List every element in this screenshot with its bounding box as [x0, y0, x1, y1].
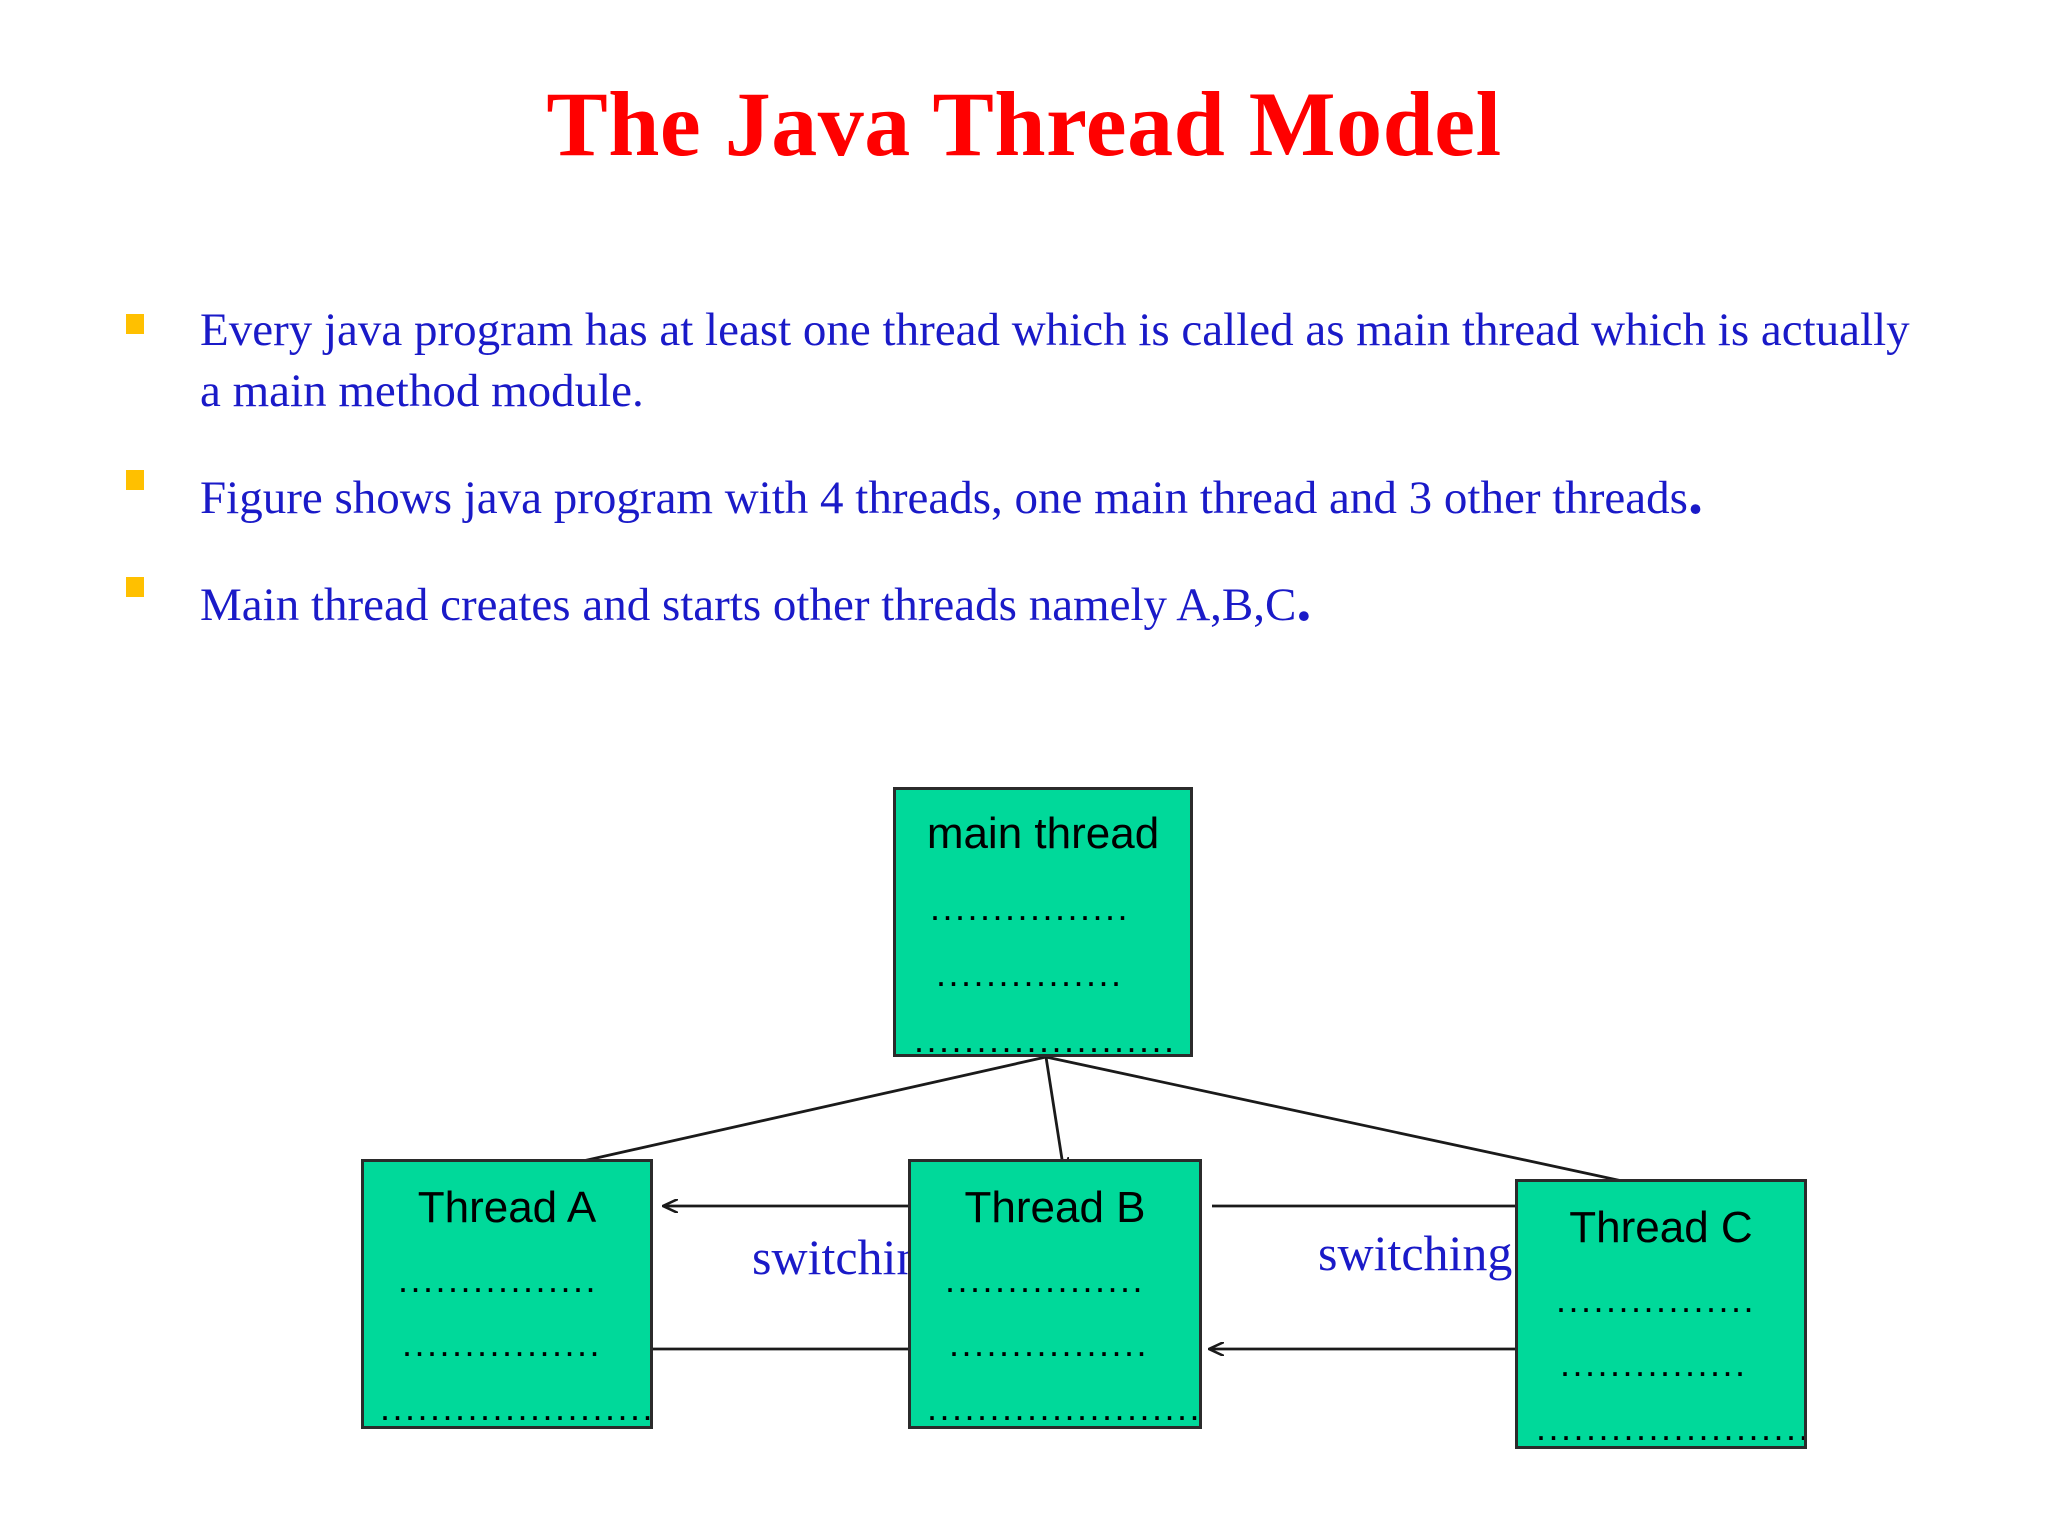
arrow-main-to-a [534, 1055, 1047, 1172]
box-thread-c-dots-2: ............... [1560, 1346, 1748, 1382]
bullet-item-3: Main thread creates and starts other thr… [126, 567, 1926, 636]
box-thread-b-dots-3: ...................... [927, 1390, 1199, 1426]
switching-label-left: switching [752, 1229, 947, 1285]
box-thread-c[interactable]: Thread C ................ ..............… [1515, 1179, 1807, 1449]
box-thread-c-dots-1: ................ [1556, 1282, 1757, 1318]
page-title: The Java Thread Model [546, 73, 1502, 175]
box-main-thread-dots-1: ................ [930, 890, 1131, 926]
box-thread-a-dots-1: ................ [398, 1262, 599, 1298]
box-thread-c-dots-3: ...................... [1536, 1410, 1804, 1446]
box-main-thread[interactable]: main thread ................ ...........… [893, 787, 1193, 1057]
box-main-thread-dots-3: ..................... [914, 1022, 1177, 1057]
arrow-main-to-b [1044, 1056, 1064, 1172]
bullet-item-2-period: . [1687, 460, 1703, 527]
box-thread-a[interactable]: Thread A ................ ..............… [361, 1159, 653, 1429]
box-thread-c-title: Thread C [1569, 1203, 1753, 1252]
box-thread-b-title: Thread B [964, 1183, 1146, 1232]
box-thread-b-dots-1: ................ [945, 1262, 1146, 1298]
box-main-thread-dots-2: ............... [936, 956, 1124, 992]
bullet-square-icon [126, 577, 144, 598]
box-thread-a-dots-2: ................ [402, 1326, 603, 1362]
box-thread-b[interactable]: Thread B ................ ..............… [908, 1159, 1202, 1429]
box-thread-a-title: Thread A [417, 1183, 597, 1232]
bullet-item-3-text: Main thread creates and starts other thr… [200, 567, 1312, 634]
arrow-main-to-c [1045, 1055, 1678, 1193]
bullet-square-icon [126, 314, 144, 334]
bullet-item-1: Every java program has at least one thre… [126, 300, 1926, 422]
box-thread-a-dots-3: ...................... [380, 1390, 650, 1426]
bullet-item-2-text: Figure shows java program with 4 threads… [200, 460, 1703, 527]
bullet-square-icon [126, 470, 144, 491]
box-thread-b-dots-2: ................ [949, 1326, 1150, 1362]
bullet-item-3-period: . [1296, 567, 1312, 634]
switching-label-right: switching [1318, 1225, 1513, 1281]
bullet-item-1-text: Every java program has at least one thre… [200, 304, 1910, 418]
bullet-list: Every java program has at least one thre… [126, 300, 1926, 678]
box-main-thread-title: main thread [926, 809, 1160, 858]
bullet-item-2: Figure shows java program with 4 threads… [126, 460, 1926, 529]
